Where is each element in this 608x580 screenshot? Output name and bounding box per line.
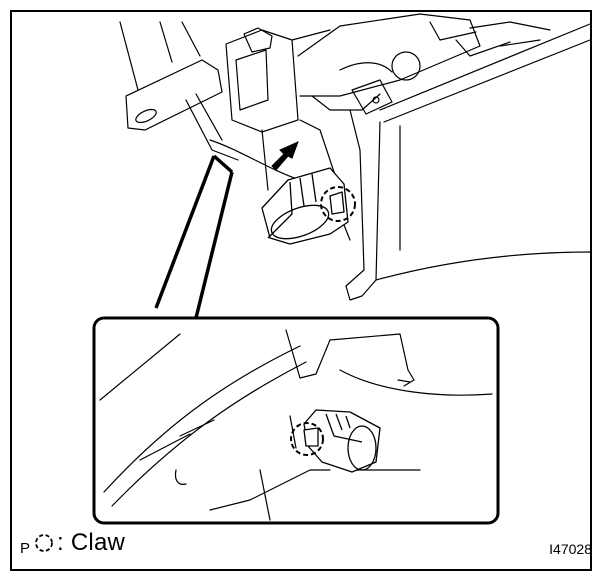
figure-id: I47028 <box>549 541 592 557</box>
sensor-connector-main <box>261 167 349 245</box>
bracket-slot <box>135 108 157 124</box>
detail-view <box>99 329 493 521</box>
claw-symbol-icon <box>35 534 53 552</box>
mounting-bracket <box>125 59 223 131</box>
callout-leader <box>154 155 234 319</box>
center-bracket <box>225 29 299 133</box>
tab-bracket <box>351 79 393 115</box>
main-view <box>119 13 591 301</box>
legend-claw-label: Claw <box>70 529 126 556</box>
detail-inset-frame <box>92 316 500 525</box>
legend: P : Claw <box>20 528 125 558</box>
claw-indicator-detail <box>290 422 324 456</box>
install-arrow <box>271 141 299 171</box>
legend-prefix: P <box>20 539 31 557</box>
legend-separator: : <box>57 529 64 556</box>
claw-indicator-main <box>320 186 356 222</box>
sensor-connector-detail <box>303 409 381 473</box>
outer-frame <box>10 10 592 571</box>
